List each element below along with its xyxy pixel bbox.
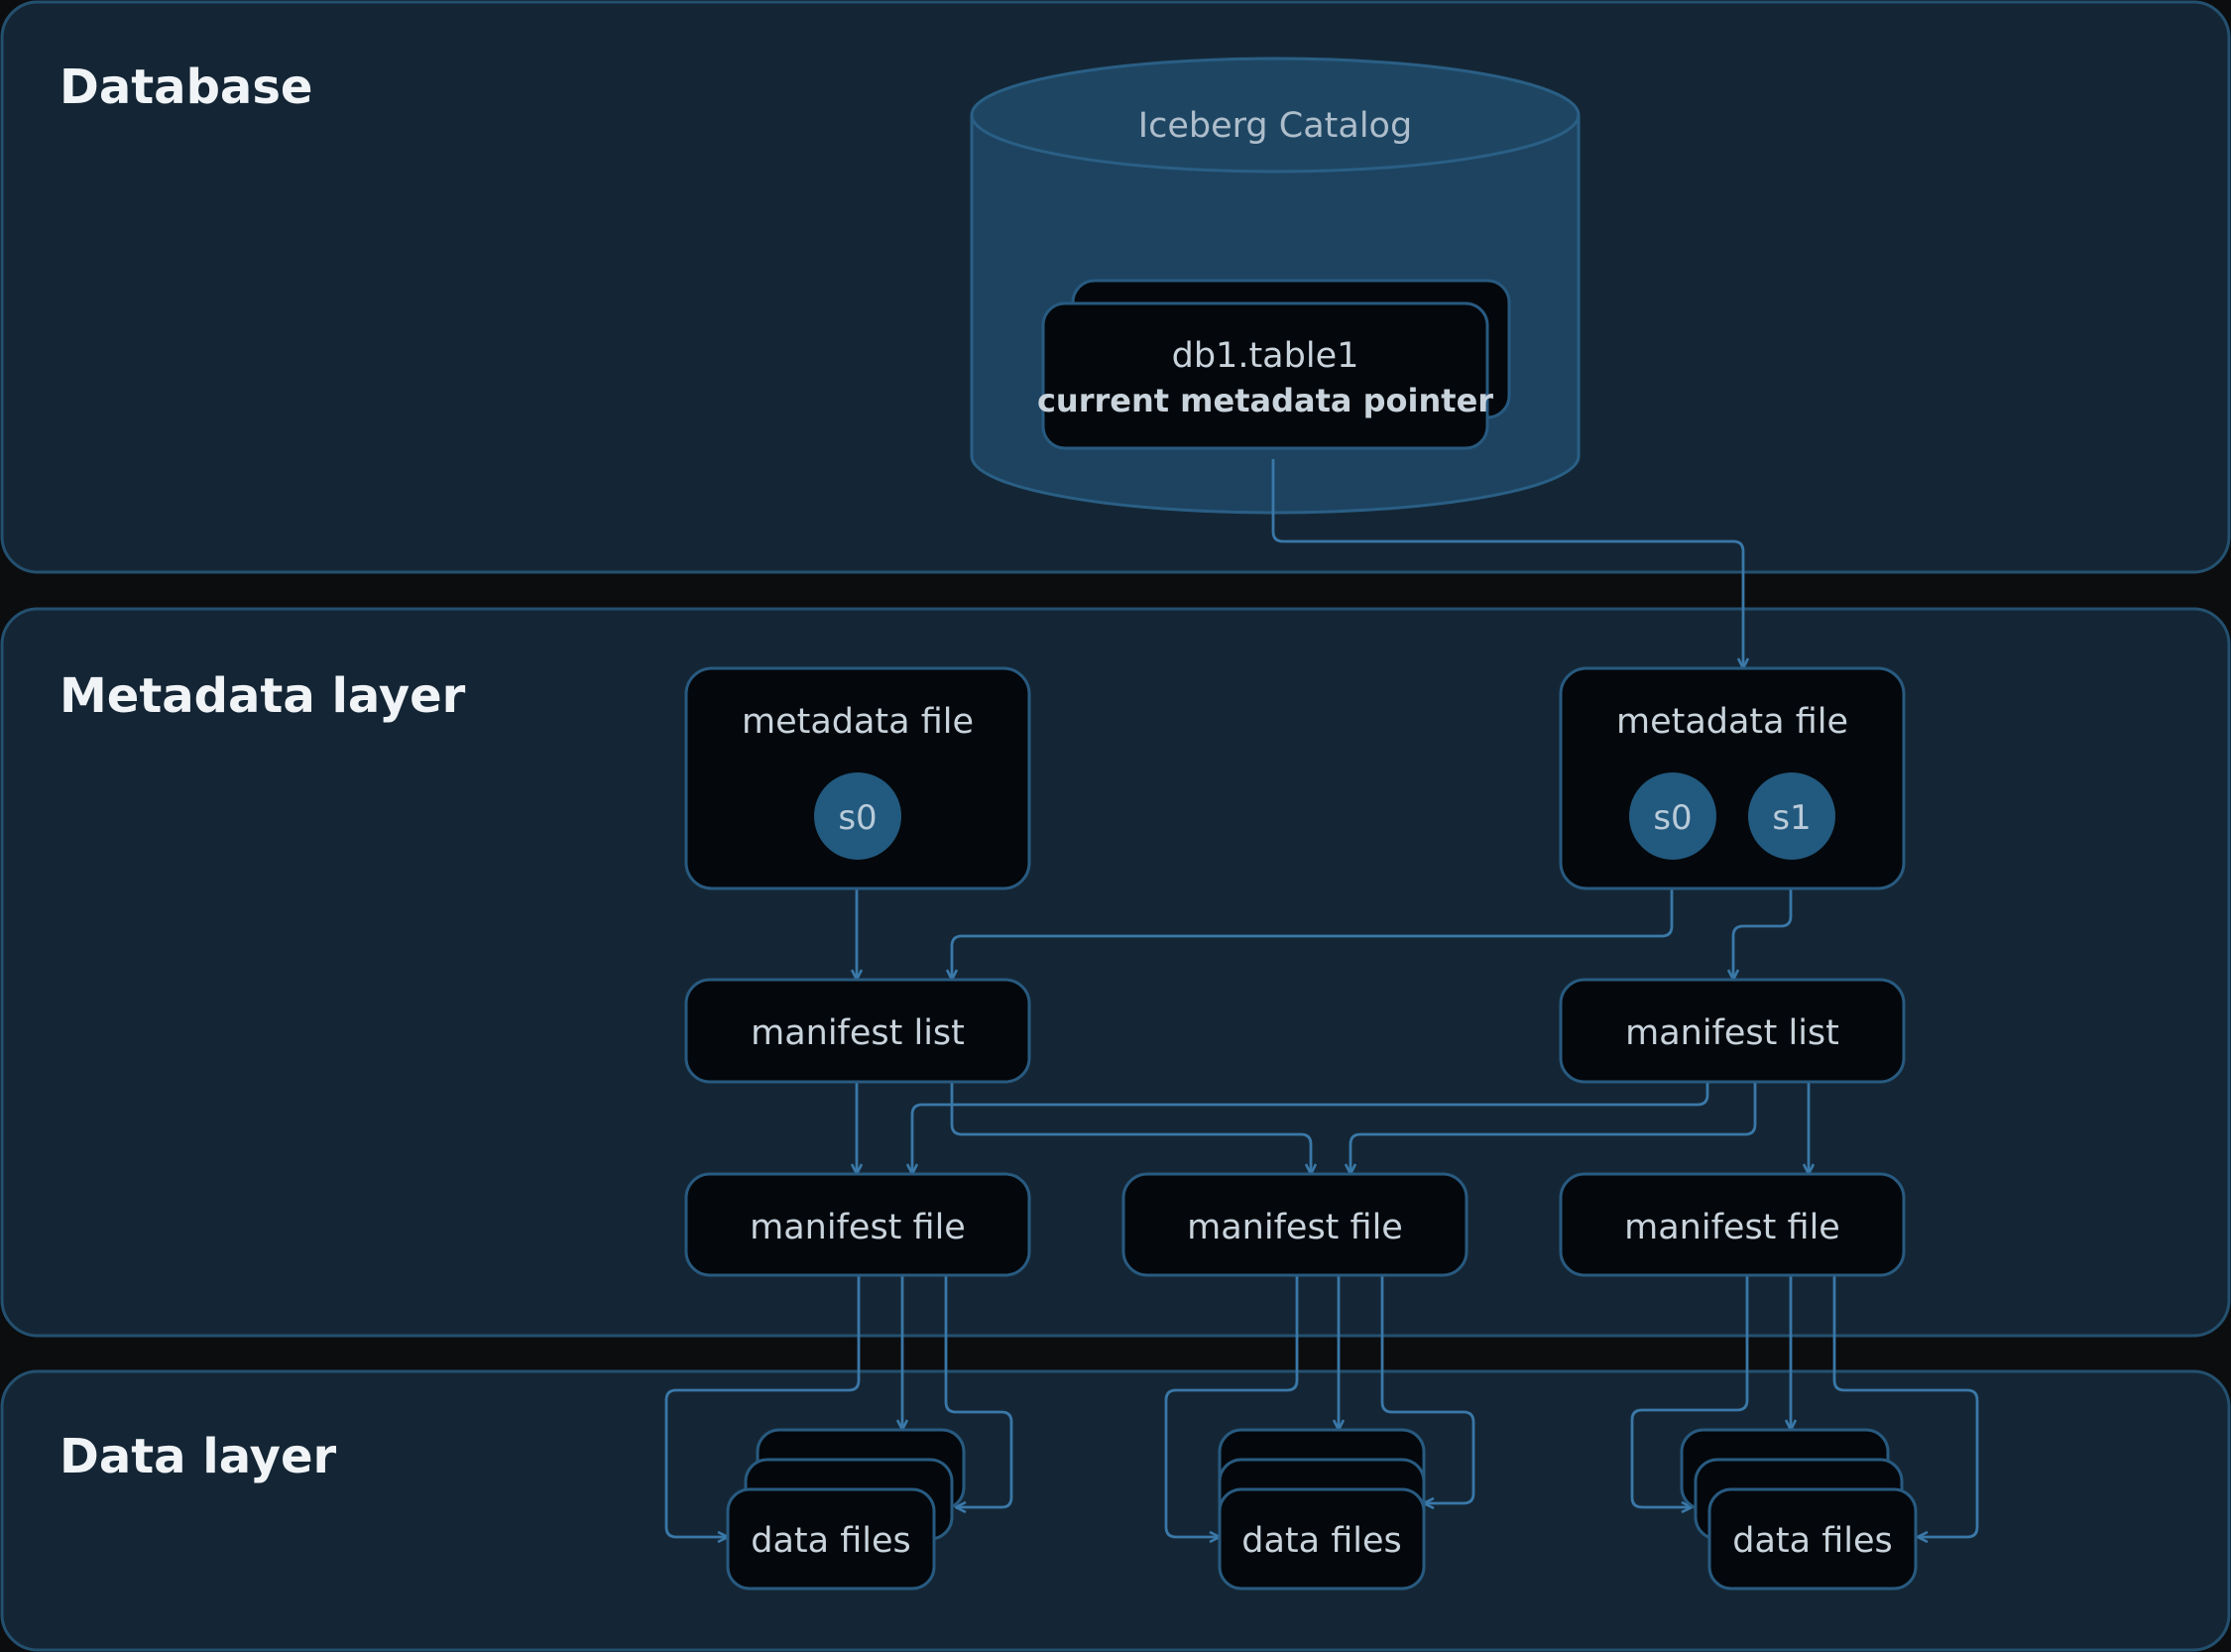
manifest-to-data-connector-4 bbox=[1164, 1276, 1299, 1537]
data-layer-panel bbox=[0, 1369, 2231, 1652]
manifest-list-to-manifest-file-connector-2 bbox=[950, 1083, 1311, 1174]
table-name: db1.table1 bbox=[1172, 336, 1359, 376]
manifest-list-box[interactable] bbox=[684, 978, 1031, 1084]
manifest-list-label-current: manifest list bbox=[1625, 1013, 1839, 1053]
manifest-file-label-1: manifest file bbox=[750, 1208, 966, 1247]
manifest-list-to-manifest-file-connector-3 bbox=[912, 1083, 1709, 1174]
manifest-to-data-connector bbox=[664, 1276, 861, 1537]
metadata-file-label: metadata file bbox=[742, 702, 974, 742]
manifest-file-box-1[interactable] bbox=[684, 1172, 1031, 1277]
snapshot-s0-label-current: s0 bbox=[1653, 798, 1692, 838]
data-files-label-2: data files bbox=[1241, 1521, 1402, 1561]
snapshot-s0-marker-current[interactable] bbox=[1629, 772, 1716, 860]
pointer-to-metadata-connector bbox=[1271, 459, 1743, 668]
current-metadata-pointer-label: current metadata pointer bbox=[1037, 382, 1493, 419]
connectors bbox=[664, 459, 1979, 1537]
data-files-stack-2[interactable] bbox=[1218, 1428, 1426, 1591]
data-files-stack-3[interactable] bbox=[1680, 1428, 1918, 1591]
manifest-to-data-connector-7 bbox=[1630, 1276, 1749, 1507]
manifest-file-label-2: manifest file bbox=[1187, 1208, 1403, 1247]
manifest-list-box-current[interactable] bbox=[1559, 978, 1906, 1084]
catalog-title: Iceberg Catalog bbox=[1138, 106, 1412, 146]
snapshot-s0-marker[interactable] bbox=[814, 772, 901, 860]
s1-to-manifest-list-connector bbox=[1733, 873, 1793, 980]
manifest-file-label-3: manifest file bbox=[1624, 1208, 1840, 1247]
snapshot-s0-label: s0 bbox=[838, 798, 877, 838]
database-title: Database bbox=[59, 59, 312, 115]
snapshot-s1-marker[interactable] bbox=[1748, 772, 1835, 860]
table-entry-card[interactable] bbox=[1041, 301, 1489, 450]
metadata-layer-title: Metadata layer bbox=[59, 668, 466, 724]
data-files-label-3: data files bbox=[1732, 1521, 1893, 1561]
manifest-to-data-connector-9 bbox=[1832, 1276, 1979, 1537]
manifest-list-label: manifest list bbox=[751, 1013, 965, 1053]
manifest-to-data-connector-3 bbox=[944, 1276, 1013, 1507]
manifest-file-box-3[interactable] bbox=[1559, 1172, 1906, 1277]
data-layer-title: Data layer bbox=[59, 1429, 336, 1484]
s0-to-manifest-list-connector-2 bbox=[952, 873, 1674, 980]
manifest-list-to-manifest-file-connector-4 bbox=[1350, 1083, 1757, 1174]
manifest-to-data-connector-6 bbox=[1380, 1276, 1475, 1503]
data-files-label-1: data files bbox=[751, 1521, 911, 1561]
data-files-stack-1[interactable] bbox=[726, 1428, 966, 1591]
snapshot-s1-label: s1 bbox=[1772, 798, 1811, 838]
metadata-file-label-current: metadata file bbox=[1616, 702, 1848, 742]
manifest-file-box-2[interactable] bbox=[1121, 1172, 1468, 1277]
